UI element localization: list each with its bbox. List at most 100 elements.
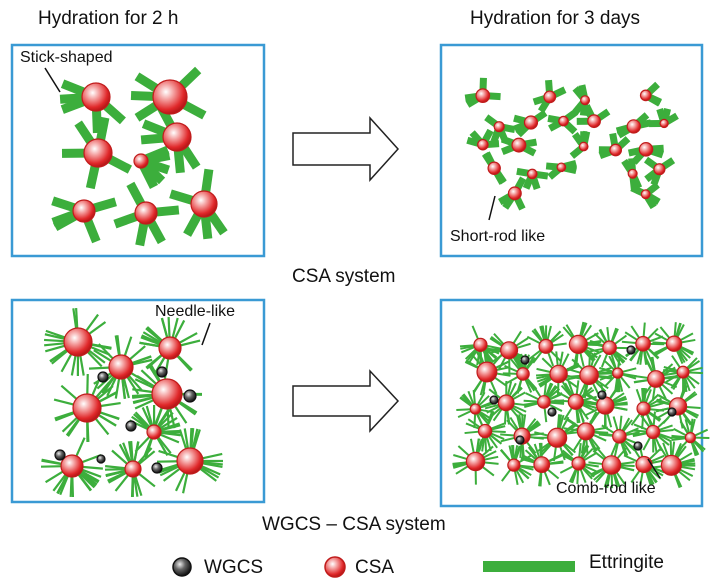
ettringite-crystal xyxy=(648,93,662,106)
ettringite-crystal xyxy=(70,352,78,376)
ettringite-crystal xyxy=(660,382,674,395)
ettringite-crystal xyxy=(516,467,530,480)
ettringite-crystal xyxy=(149,362,163,385)
ettringite-crystal xyxy=(481,128,494,143)
ettringite-crystal xyxy=(661,157,676,170)
panel-csa-3d xyxy=(439,43,704,258)
ettringite-crystal xyxy=(582,464,598,473)
ettringite-crystal xyxy=(460,345,476,354)
ettringite-crystal xyxy=(610,440,619,456)
ettringite-crystal xyxy=(652,437,658,453)
csa-particle xyxy=(81,82,111,112)
ettringite-crystal xyxy=(685,375,696,389)
ettringite-crystal xyxy=(53,398,77,407)
ettringite-crystal xyxy=(693,428,709,437)
ettringite-crystal xyxy=(675,445,687,460)
ettringite-crystal xyxy=(684,405,701,409)
ettringite-crystal xyxy=(581,448,594,461)
ettringite-crystal xyxy=(519,442,523,458)
ettringite-crystal xyxy=(534,431,551,437)
ettringite-crystal xyxy=(132,388,156,394)
ettringite-crystal xyxy=(671,434,687,439)
ettringite-crystal xyxy=(641,413,645,430)
ettringite-crystal xyxy=(486,349,503,354)
ettringite-crystal xyxy=(541,357,555,370)
ettringite-crystal xyxy=(683,392,698,404)
ettringite-crystal xyxy=(683,408,699,417)
ettringite-crystal xyxy=(128,441,134,463)
csa-particle xyxy=(635,335,651,352)
ettringite-crystal xyxy=(621,440,632,455)
legend-ettringite-label: Ettringite xyxy=(589,552,664,573)
ettringite-crystal xyxy=(134,411,151,429)
ettringite-crystal xyxy=(511,330,522,346)
ettringite-crystal xyxy=(606,327,610,343)
ettringite-crystal xyxy=(452,461,469,466)
ettringite-crystal xyxy=(663,369,679,373)
ettringite-crystal xyxy=(615,446,628,461)
ettringite-crystal xyxy=(524,356,535,371)
ettringite-crystal xyxy=(162,466,183,482)
ettringite-crystal xyxy=(575,407,581,424)
csa-particle xyxy=(626,119,641,134)
ettringite-crystal xyxy=(579,386,593,399)
ettringite-crystal xyxy=(644,195,657,210)
ettringite-crystal xyxy=(603,375,616,388)
ettringite-crystal xyxy=(566,367,583,375)
ettringite-crystal xyxy=(658,384,667,400)
ettringite-crystal xyxy=(596,108,611,122)
ettringite-crystal xyxy=(589,352,596,369)
ettringite-crystal xyxy=(520,456,537,464)
ettringite-crystal xyxy=(80,465,103,470)
ettringite-crystal xyxy=(642,436,652,451)
ettringite-crystal xyxy=(470,353,483,367)
ettringite-crystal xyxy=(139,341,162,348)
csa-particle xyxy=(601,455,622,475)
panel-wgcs-2h xyxy=(10,298,266,504)
ettringite-crystal xyxy=(500,449,512,463)
ettringite-crystal xyxy=(459,396,473,408)
ettringite-crystal xyxy=(51,196,78,213)
ettringite-crystal xyxy=(137,450,156,466)
csa-particle xyxy=(609,143,623,157)
ettringite-crystal xyxy=(642,322,646,339)
ettringite-crystal xyxy=(566,418,581,429)
ettringite-crystal xyxy=(141,119,169,138)
ettringite-crystal xyxy=(564,108,579,122)
annotation-stick-shaped: Stick-shaped xyxy=(20,49,113,66)
ettringite-crystal xyxy=(535,170,549,180)
ettringite-crystal xyxy=(467,390,475,406)
ettringite-crystal xyxy=(546,351,555,367)
ettringite-crystal xyxy=(61,414,80,433)
ettringite-crystal xyxy=(630,412,642,426)
ettringite-crystal xyxy=(41,459,64,466)
ettringite-crystal xyxy=(517,466,532,477)
ettringite-crystal xyxy=(663,371,679,377)
ettringite-crystal xyxy=(74,120,96,147)
ettringite-crystal xyxy=(141,161,166,185)
ettringite-crystal xyxy=(135,220,149,247)
ettringite-crystal xyxy=(630,184,644,196)
ettringite-crystal xyxy=(549,330,562,344)
ettringite-crystal xyxy=(66,416,82,437)
wgcs-particle xyxy=(97,371,109,383)
ettringite-crystal xyxy=(572,100,586,115)
ettringite-crystal xyxy=(560,384,573,398)
ettringite-crystal xyxy=(635,388,643,405)
ettringite-crystal xyxy=(60,384,80,402)
ettringite-crystal xyxy=(509,416,520,432)
ettringite-crystal xyxy=(535,373,552,377)
ettringite-crystal xyxy=(189,428,195,451)
ettringite-crystal xyxy=(500,135,515,147)
ettringite-crystal xyxy=(123,336,133,359)
csa-particle xyxy=(653,163,666,176)
ettringite-crystal xyxy=(40,465,64,468)
ettringite-crystal xyxy=(513,469,519,485)
csa-particle xyxy=(660,454,682,476)
ettringite-crystal xyxy=(599,366,615,373)
ettringite-crystal xyxy=(500,143,516,155)
csa-particle xyxy=(500,341,519,360)
ettringite-crystal xyxy=(198,465,220,479)
ettringite-crystal xyxy=(524,402,540,409)
ettringite-crystal xyxy=(552,86,567,99)
